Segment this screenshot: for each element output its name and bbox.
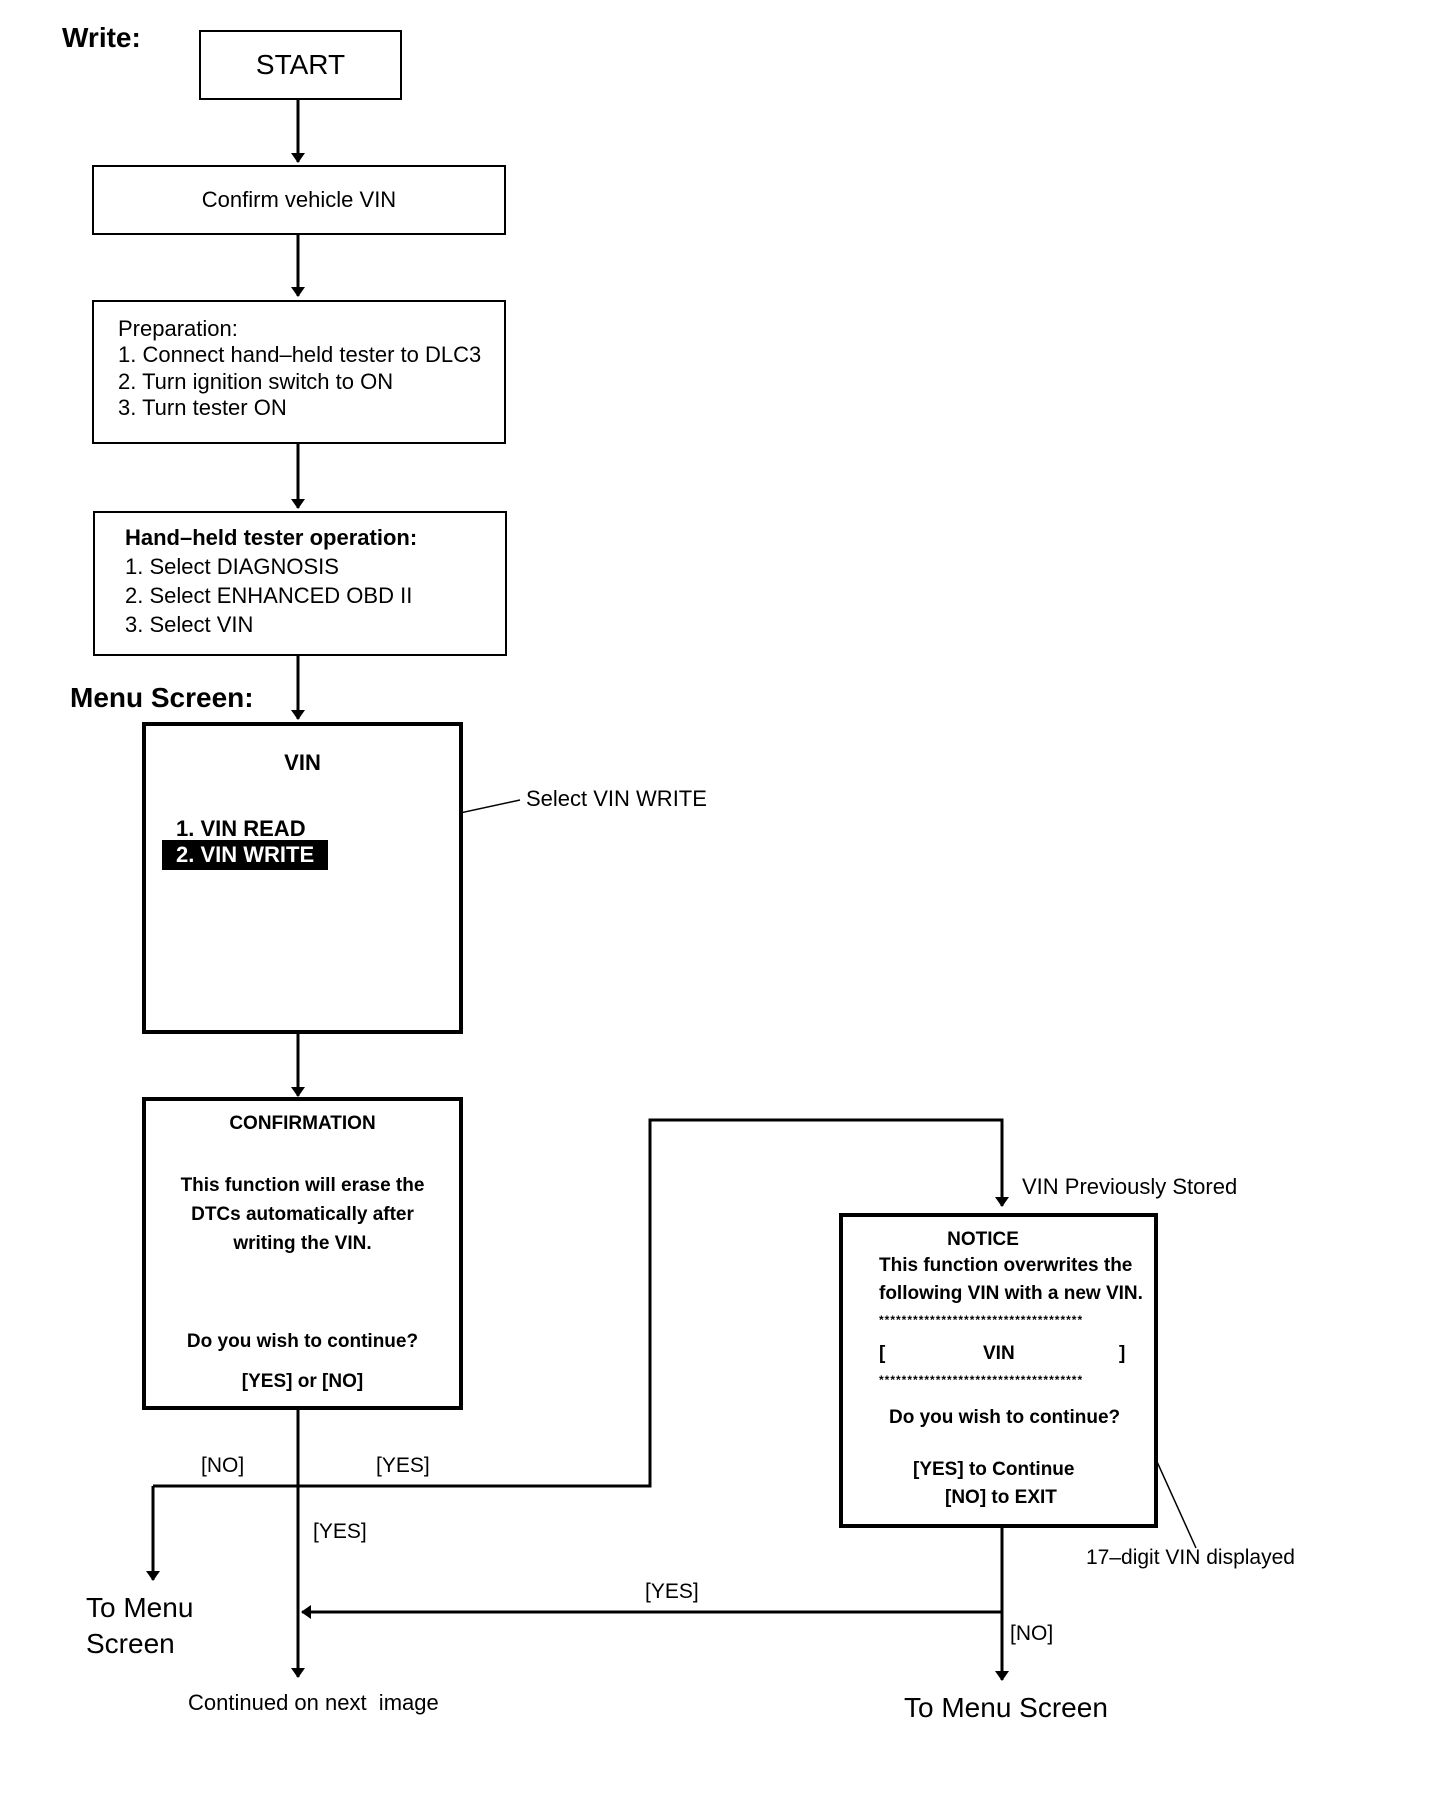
label-yes-top: [YES] xyxy=(376,1454,430,1477)
vin-previously-stored-label: VIN Previously Stored xyxy=(1022,1174,1238,1199)
label-no-right: [NO] xyxy=(1010,1622,1054,1645)
notice-line-2: following VIN with a new VIN. xyxy=(879,1283,1143,1304)
notice-yes: [YES] to Continue xyxy=(913,1459,1075,1480)
to-menu-screen-left: To Menu Screen xyxy=(86,1590,193,1663)
to-menu-left-line-1: To Menu xyxy=(86,1592,194,1623)
notice-no: [NO] to EXIT xyxy=(945,1487,1057,1508)
confirmation-title: CONFIRMATION xyxy=(229,1113,376,1134)
confirmation-screen: CONFIRMATION This function will erase th… xyxy=(142,1097,463,1410)
tester-step-3: 3. Select VIN xyxy=(125,612,254,638)
tester-step-1: 1. Select DIAGNOSIS xyxy=(125,554,339,580)
preparation-step-3: 3. Turn tester ON xyxy=(118,395,287,421)
start-node: START xyxy=(199,30,402,100)
menu-screen-label: Menu Screen: xyxy=(70,682,254,713)
label-yes-bottom: [YES] xyxy=(645,1580,699,1603)
to-menu-screen-right: To Menu Screen xyxy=(904,1692,1108,1723)
label-no-left: [NO] xyxy=(201,1454,245,1477)
continued-on-next-image: Continued on next image xyxy=(188,1690,439,1715)
preparation-step-2: 2. Turn ignition switch to ON xyxy=(118,368,394,394)
confirm-vin-label: Confirm vehicle VIN xyxy=(201,187,397,212)
tester-operation-box: Hand–held tester operation: 1. Select DI… xyxy=(93,511,507,656)
notice-screen: NOTICE This function overwrites the foll… xyxy=(839,1213,1158,1528)
to-menu-left-line-2: Screen xyxy=(86,1628,175,1660)
notice-stars-top: ************************************ xyxy=(879,1313,1084,1327)
branch-line xyxy=(153,1118,1009,1488)
callout-17-digit-vin: 17–digit VIN displayed xyxy=(1086,1546,1295,1569)
menu-item-vin-read: 1. VIN READ xyxy=(176,816,306,841)
menu-item-vin-write: 2. VIN WRITE xyxy=(162,840,329,870)
preparation-title: Preparation: xyxy=(118,316,238,341)
menu-screen: VIN 1. VIN READ 2. VIN WRITE xyxy=(142,722,463,1034)
label-yes-mid: [YES] xyxy=(313,1520,367,1543)
confirm-vin-box: Confirm vehicle VIN xyxy=(92,165,506,235)
notice-bracket-close: ] xyxy=(1119,1343,1126,1364)
notice-question: Do you wish to continue? xyxy=(889,1407,1121,1428)
confirmation-options: [YES] or [NO] xyxy=(241,1371,364,1392)
preparation-step-1: 1. Connect hand–held tester to DLC3 xyxy=(118,342,482,368)
confirmation-line-3: writing the VIN. xyxy=(233,1233,372,1254)
confirmation-line-2: DTCs automatically after xyxy=(191,1204,414,1225)
write-label: Write: xyxy=(62,22,141,53)
notice-bracket-open: [ xyxy=(879,1343,886,1364)
notice-title: NOTICE xyxy=(947,1229,1019,1250)
start-label: START xyxy=(255,49,346,80)
tester-step-2: 2. Select ENHANCED OBD II xyxy=(125,583,413,609)
notice-stars-bottom: ************************************ xyxy=(879,1373,1084,1387)
preparation-box: Preparation: 1. Connect hand–held tester… xyxy=(92,300,506,444)
notice-vin: VIN xyxy=(983,1343,1015,1364)
callout-select-vin-write: Select VIN WRITE xyxy=(526,786,707,811)
confirmation-line-1: This function will erase the xyxy=(180,1175,425,1196)
tester-operation-title: Hand–held tester operation: xyxy=(125,525,418,550)
confirmation-question: Do you wish to continue? xyxy=(186,1331,419,1352)
notice-line-1: This function overwrites the xyxy=(879,1255,1133,1276)
menu-screen-title: VIN xyxy=(284,750,321,775)
